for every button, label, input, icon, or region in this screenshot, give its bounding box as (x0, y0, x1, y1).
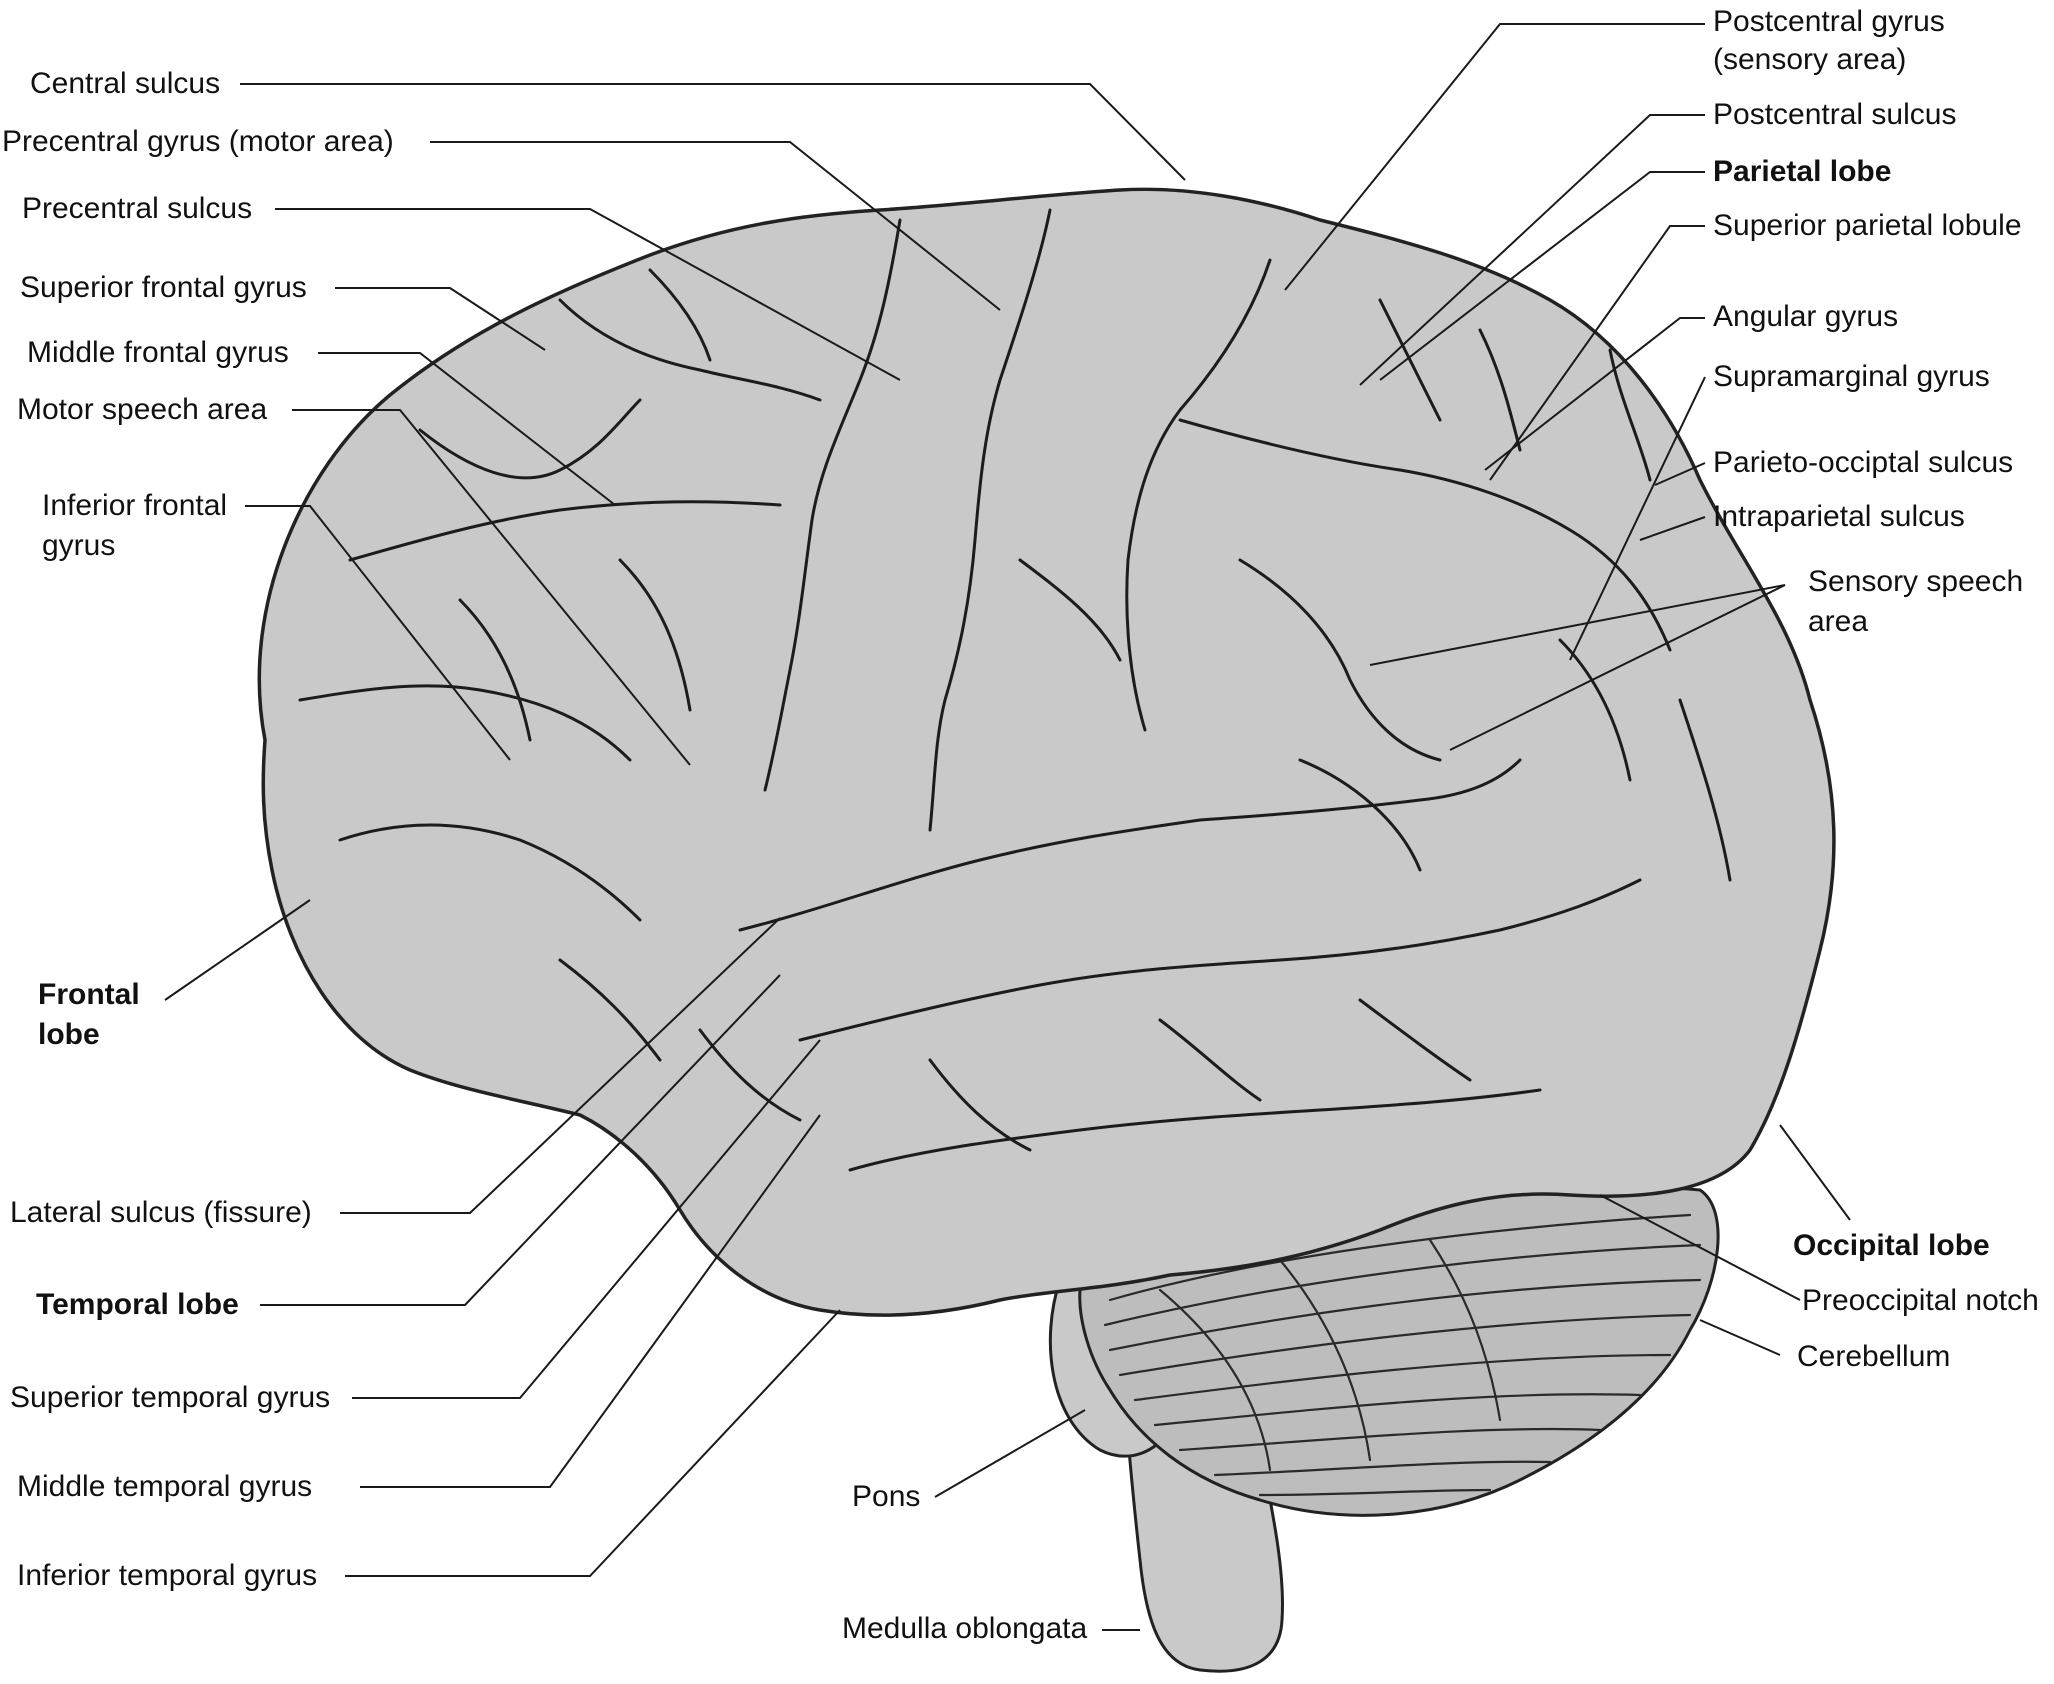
label-sensory-speech-area-line2: area (1808, 605, 1869, 638)
label-frontal-lobe-line1: Frontal (38, 978, 140, 1011)
superior-frontal-sulcus-line (558, 298, 822, 402)
label-occipital-lobe: Occipital lobe (1793, 1229, 1990, 1262)
label-superior-frontal-gyrus: Superior frontal gyrus (20, 271, 307, 304)
cerebellum-folia (1103, 1213, 1702, 1497)
label-middle-temporal-gyrus: Middle temporal gyrus (17, 1470, 313, 1503)
superior-temporal-sulcus-line (798, 878, 1642, 1042)
label-temporal-lobe: Temporal lobe (36, 1288, 239, 1321)
label-parieto-occipital-sulcus: Parieto-occiptal sulcus (1713, 446, 2014, 479)
label-parietal-lobe: Parietal lobe (1713, 155, 1892, 188)
parieto-occipital-sulcus-line (1608, 348, 1652, 482)
inferior-temporal-sulcus-line (848, 1088, 1542, 1172)
label-postcentral-gyrus-line2: (sensory area) (1713, 43, 1907, 76)
sulci (298, 208, 1732, 1172)
label-angular-gyrus: Angular gyrus (1713, 300, 1899, 333)
intraparietal-sulcus-line (1178, 418, 1672, 652)
label-frontal-lobe-line2: lobe (38, 1018, 100, 1051)
label-supramarginal-gyrus: Supramarginal gyrus (1713, 360, 1990, 393)
label-superior-temporal-gyrus: Superior temporal gyrus (10, 1381, 331, 1414)
label-inferior-frontal-gyrus-line2: gyrus (42, 529, 116, 562)
cerebrum-shape (257, 187, 1836, 1317)
label-postcentral-gyrus-line1: Postcentral gyrus (1713, 5, 1945, 38)
lateral-sulcus-line (738, 758, 1522, 932)
label-medulla-oblongata: Medulla oblongata (842, 1612, 1088, 1645)
label-precentral-sulcus: Precentral sulcus (22, 192, 253, 225)
label-precentral-gyrus: Precentral gyrus (motor area) (2, 125, 394, 158)
label-inferior-temporal-gyrus: Inferior temporal gyrus (17, 1559, 318, 1592)
label-middle-frontal-gyrus: Middle frontal gyrus (27, 336, 289, 369)
leader-lines (164, 23, 1851, 1631)
label-pons: Pons (852, 1480, 921, 1513)
central-sulcus-line (928, 208, 1052, 832)
label-intraparietal-sulcus: Intraparietal sulcus (1713, 500, 1965, 533)
label-postcentral-sulcus: Postcentral sulcus (1713, 98, 1957, 131)
label-superior-parietal-lobule: Superior parietal lobule (1713, 209, 2022, 242)
precentral-sulcus-line (763, 218, 902, 792)
label-cerebellum: Cerebellum (1797, 1340, 1951, 1373)
postcentral-sulcus-line (1125, 258, 1272, 732)
label-inferior-frontal-gyrus-line1: Inferior frontal (42, 489, 228, 522)
label-central-sulcus: Central sulcus (30, 67, 221, 100)
label-lateral-sulcus: Lateral sulcus (fissure) (10, 1196, 312, 1229)
inferior-frontal-sulcus-line (348, 500, 782, 562)
label-motor-speech-area: Motor speech area (17, 393, 268, 426)
label-preoccipital-notch: Preoccipital notch (1802, 1284, 2039, 1317)
label-sensory-speech-area-line1: Sensory speech (1808, 565, 2024, 598)
